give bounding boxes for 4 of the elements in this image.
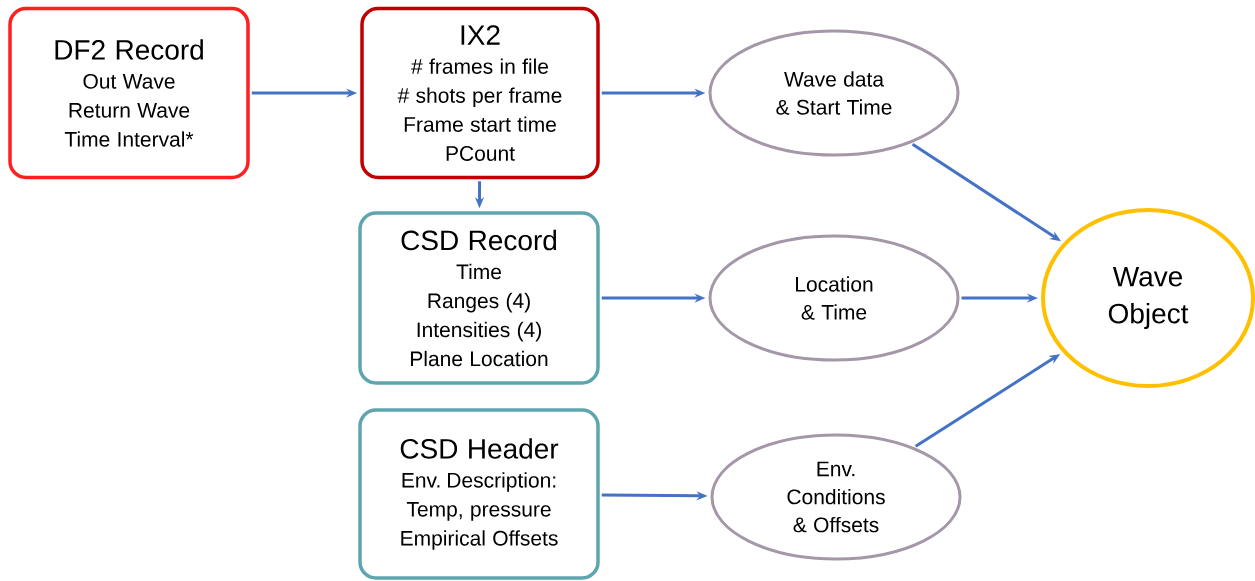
record-box: CSD Record Time Ranges (4) Intensities (4) Plane Location (358, 211, 600, 385)
record-box: IX2 # frames in file # shots per frame Frame start time PCount (360, 6, 600, 180)
record-box: CSD Header Env. Description: Temp, pressure Empirical Offsets (358, 408, 600, 580)
record-box: DF2 Record Out Wave Return Wave Time Interval* (8, 6, 250, 180)
